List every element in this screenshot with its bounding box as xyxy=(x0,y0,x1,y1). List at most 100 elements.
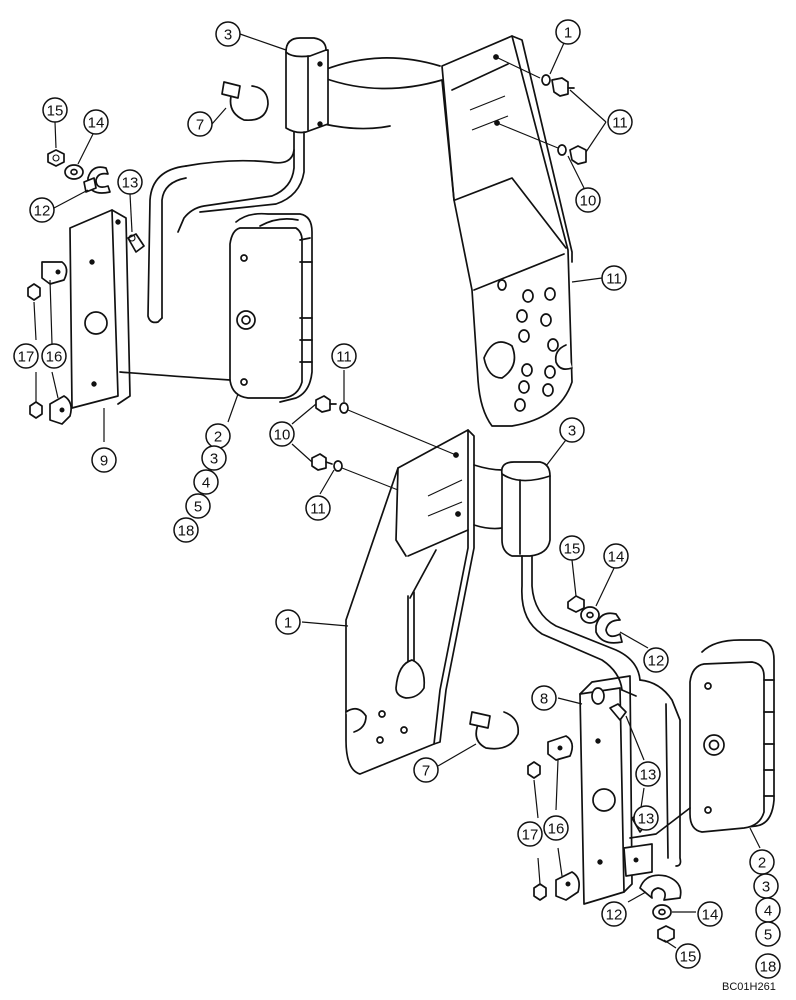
callout-number: 1 xyxy=(284,615,292,632)
callout-circle xyxy=(83,109,109,135)
callout-circle xyxy=(555,19,581,45)
callout-circle xyxy=(633,805,659,831)
callout-number: 12 xyxy=(648,653,665,670)
callout-15: 15 xyxy=(559,535,585,561)
callout-circle xyxy=(173,517,199,543)
callout-14: 14 xyxy=(603,543,629,569)
callout-4: 4 xyxy=(755,897,781,923)
callout-number: 17 xyxy=(18,349,35,366)
callout-number: 5 xyxy=(194,499,202,516)
callout-number: 10 xyxy=(274,427,291,444)
callout-3: 3 xyxy=(215,21,241,47)
callout-1: 1 xyxy=(275,609,301,635)
callout-4: 4 xyxy=(193,469,219,495)
callout-circle xyxy=(643,647,669,673)
callout-7: 7 xyxy=(413,757,439,783)
callout-circle xyxy=(201,445,227,471)
callout-5: 5 xyxy=(185,493,211,519)
callout-17: 17 xyxy=(517,821,543,847)
callout-circle xyxy=(41,343,67,369)
callout-circle xyxy=(517,821,543,847)
callout-circle xyxy=(575,187,601,213)
callout-circle xyxy=(193,469,219,495)
callout-8: 8 xyxy=(531,685,557,711)
callout-circle xyxy=(413,757,439,783)
callout-7: 7 xyxy=(187,111,213,137)
upper-hinge-and-arm xyxy=(147,37,455,324)
callout-13: 13 xyxy=(117,169,143,195)
lower-mounting-plate xyxy=(579,675,633,905)
lower-cable-strap xyxy=(469,711,520,750)
callout-number: 11 xyxy=(606,271,622,288)
callout-number: 8 xyxy=(540,691,548,708)
callout-circle xyxy=(187,111,213,137)
callout-number: 16 xyxy=(46,349,63,366)
callout-circle xyxy=(185,493,211,519)
callout-number: 4 xyxy=(202,475,210,492)
callout-circle xyxy=(215,21,241,47)
lower-lamp-housing xyxy=(629,639,775,839)
upper-bolts xyxy=(495,56,587,165)
callout-number: 3 xyxy=(568,423,576,440)
lower-mounting-bracket xyxy=(345,429,475,775)
callout-13: 13 xyxy=(633,805,659,831)
callout-number: 9 xyxy=(100,453,108,470)
callout-number: 11 xyxy=(612,115,628,132)
callout-number: 15 xyxy=(680,949,697,966)
callout-number: 3 xyxy=(762,879,770,896)
callout-circle xyxy=(543,815,569,841)
callout-circle xyxy=(29,197,55,223)
callout-number: 14 xyxy=(702,907,719,924)
callout-number: 13 xyxy=(638,811,655,828)
callout-circle xyxy=(331,343,357,369)
lower-hardware xyxy=(527,595,682,943)
callout-18: 18 xyxy=(755,953,781,979)
callout-9: 9 xyxy=(91,447,117,473)
callout-1: 1 xyxy=(555,19,581,45)
callout-circle xyxy=(91,447,117,473)
callout-number: 2 xyxy=(214,429,222,446)
callout-14: 14 xyxy=(83,109,109,135)
callout-number: 5 xyxy=(764,927,772,944)
upper-mounting-bracket xyxy=(441,35,573,427)
callout-13: 13 xyxy=(635,761,661,787)
upper-lamp-housing xyxy=(119,212,313,403)
callout-number: 14 xyxy=(88,115,105,132)
callout-18: 18 xyxy=(173,517,199,543)
callout-number: 11 xyxy=(310,501,326,518)
callout-circle xyxy=(675,943,701,969)
callout-2: 2 xyxy=(205,423,231,449)
upper-mounting-plate xyxy=(69,209,131,409)
callout-3: 3 xyxy=(753,873,779,899)
callout-10: 10 xyxy=(269,421,295,447)
callout-circle xyxy=(697,901,723,927)
callout-number: 15 xyxy=(47,103,64,120)
callout-circle xyxy=(275,609,301,635)
callout-16: 16 xyxy=(41,343,67,369)
callout-circle xyxy=(601,901,627,927)
callout-3: 3 xyxy=(201,445,227,471)
callout-number: 13 xyxy=(122,175,139,192)
callout-12: 12 xyxy=(29,197,55,223)
callout-number: 10 xyxy=(580,193,597,210)
callout-number: 1 xyxy=(564,25,572,42)
callout-circle xyxy=(607,109,633,135)
callout-circle xyxy=(13,343,39,369)
callout-14: 14 xyxy=(697,901,723,927)
callout-circle xyxy=(559,417,585,443)
callout-circle xyxy=(635,761,661,787)
callout-number: 18 xyxy=(760,959,777,976)
callout-number: 13 xyxy=(640,767,657,784)
callout-12: 12 xyxy=(601,901,627,927)
callout-circle xyxy=(269,421,295,447)
callout-circle xyxy=(603,543,629,569)
callout-number: 7 xyxy=(422,763,430,780)
callout-number: 12 xyxy=(606,907,623,924)
callout-3: 3 xyxy=(559,417,585,443)
callout-11: 11 xyxy=(305,495,331,521)
callout-11: 11 xyxy=(607,109,633,135)
callout-number: 15 xyxy=(564,541,581,558)
callout-number: 7 xyxy=(196,117,204,134)
